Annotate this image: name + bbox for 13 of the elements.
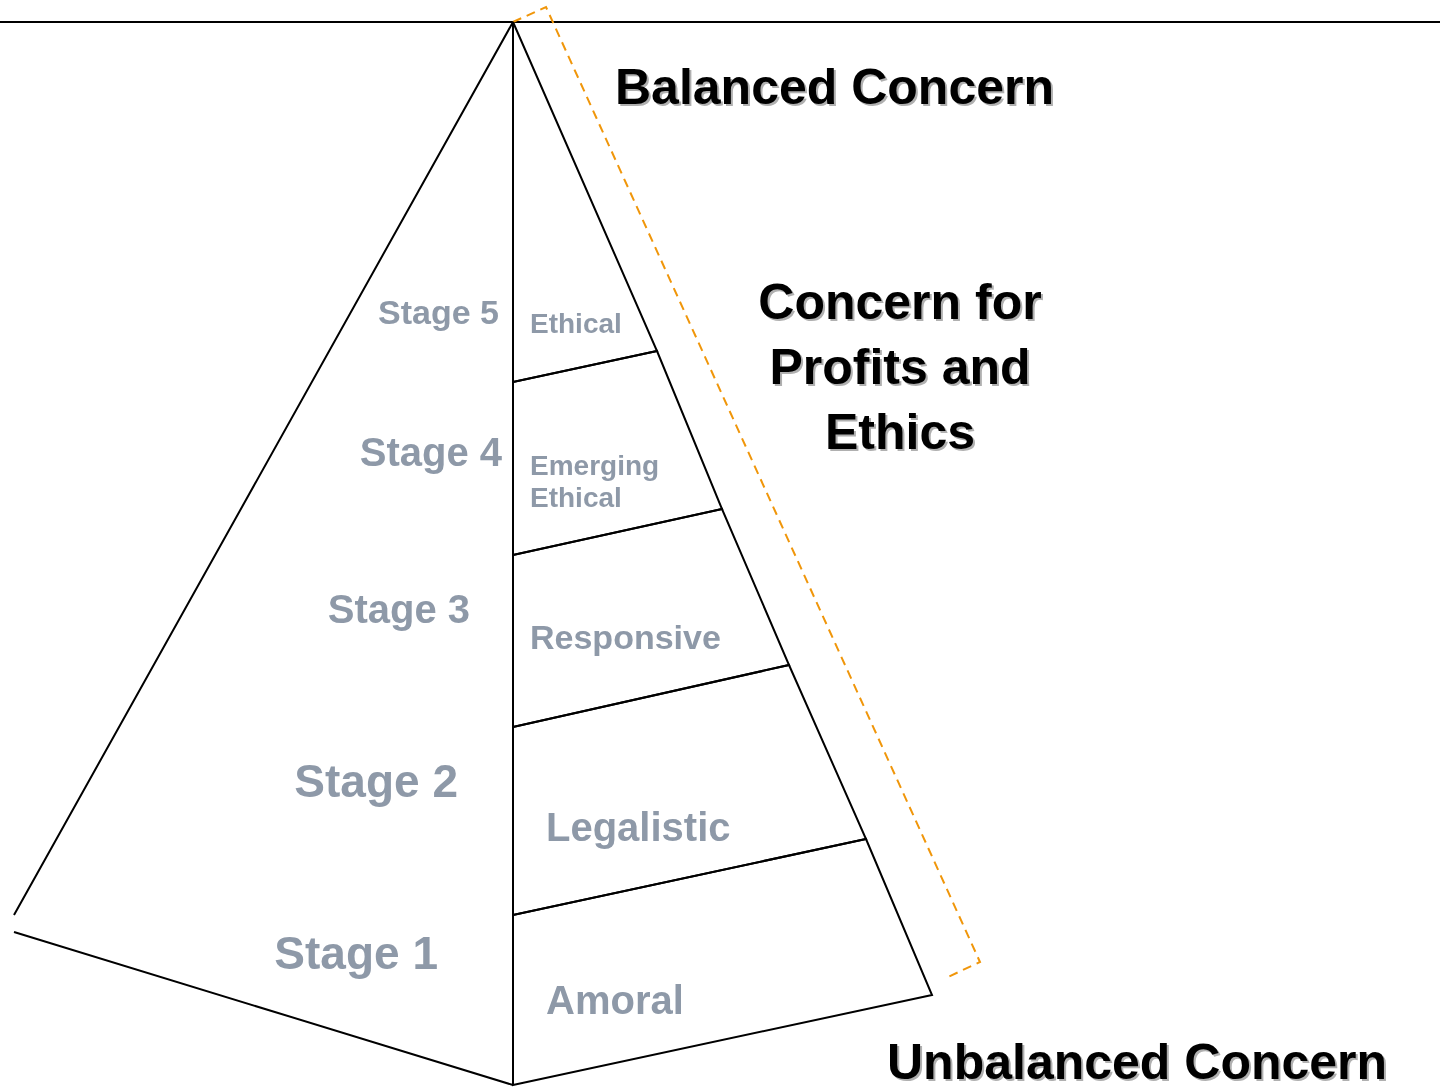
heading: Balanced Concern [615,58,1054,117]
stage-label: Stage 1 [273,926,438,981]
band-label: Legalistic [546,804,732,850]
heading: Unbalanced Concern [887,1033,1388,1088]
band-label: Ethical [530,308,623,341]
stage-label: Stage 3 [326,586,470,633]
band-label: Amoral [546,977,685,1023]
band-label: Emerging Ethical [530,450,661,515]
stage-label: Stage 5 [377,292,499,333]
band-label: Responsive [530,618,722,658]
stage-label: Stage 2 [293,754,458,809]
heading: Concern for Profits and Ethics [757,273,1043,462]
stage-label: Stage 4 [358,429,502,476]
